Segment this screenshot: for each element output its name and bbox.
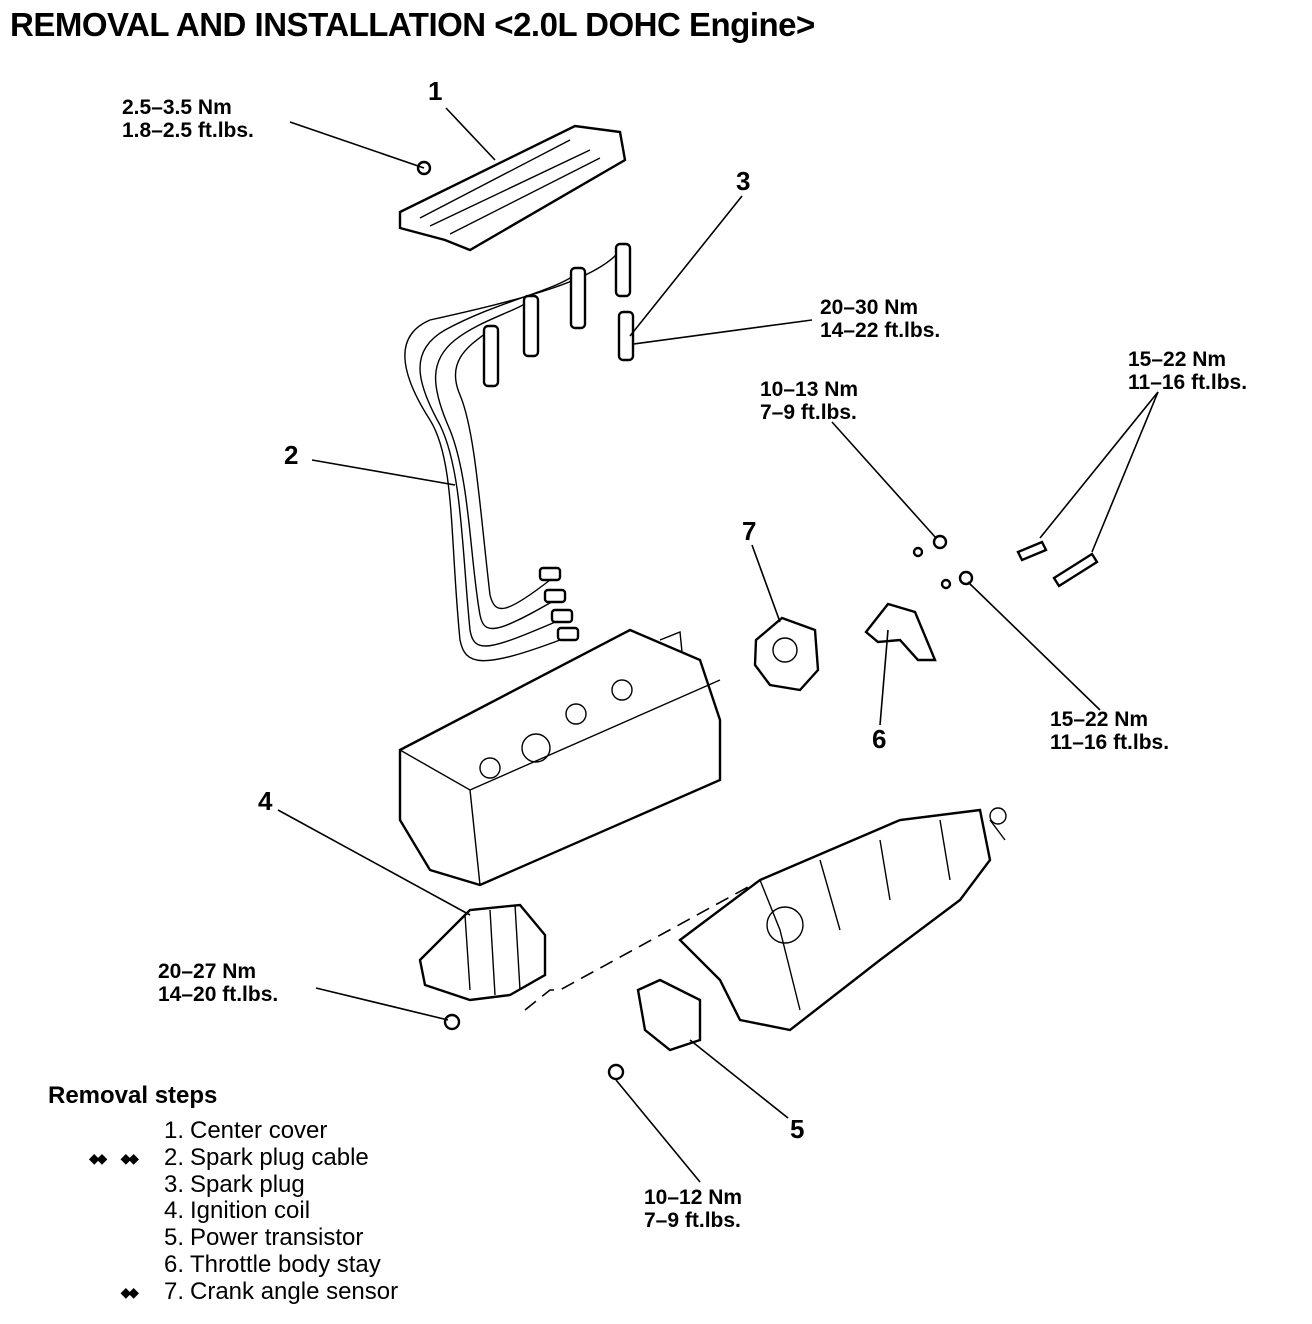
ignition-coil-part: [418, 903, 547, 1002]
reinstall-mark-icon: ◆◆: [88, 1149, 107, 1166]
removal-step: 4. Ignition coil: [40, 1198, 398, 1225]
spark-plug-cable-part: [404, 242, 632, 662]
step-number: 1.: [163, 1117, 184, 1144]
step-marks: ◆◆ ◆◆: [40, 1145, 156, 1172]
removal-step: 3. Spark plug: [40, 1170, 398, 1199]
step-number: 7.: [163, 1277, 184, 1305]
torque-spark-plug: 20–30 Nm 14–22 ft.lbs.: [820, 296, 941, 342]
removal-steps-list: 1. Center cover ◆◆ ◆◆ 2. Spark plug cabl…: [40, 1117, 399, 1306]
step-number: 5.: [163, 1224, 184, 1252]
power-transistor-part: [636, 978, 702, 1052]
spark-plug-part: [617, 310, 635, 362]
removal-step: 1. Center cover: [40, 1117, 398, 1145]
torque-stay-bolts: 15–22 Nm 11–16 ft.lbs.: [1128, 348, 1248, 394]
step-label: Crank angle sensor: [190, 1277, 399, 1305]
step-label: Throttle body stay: [190, 1250, 381, 1278]
leader-lines: [277, 107, 1159, 1183]
step-label: Center cover: [190, 1117, 328, 1144]
step-number: 4.: [163, 1197, 184, 1225]
torque-stay-nut-upper: 10–13 Nm 7–9 ft.lbs.: [760, 378, 859, 424]
ignition-coil-bolt: [443, 1013, 461, 1031]
callout-3: 3: [736, 166, 751, 196]
torque-stay-nut-lower: 15–22 Nm 11–16 ft.lbs.: [1050, 708, 1170, 754]
torque-ignition-coil: 20–27 Nm 14–20 ft.lbs.: [158, 960, 279, 1006]
removal-steps-heading: Removal steps: [48, 1082, 218, 1109]
step-marks: ◆◆: [40, 1279, 156, 1306]
callout-1: 1: [428, 76, 443, 106]
reinstall-mark-icon: ◆◆: [120, 1283, 138, 1300]
torque-center-cover: 2.5–3.5 Nm 1.8–2.5 ft.lbs.: [122, 96, 254, 142]
torque-power-transistor: 10–12 Nm 7–9 ft.lbs.: [644, 1186, 743, 1232]
removal-step: 6. Throttle body stay: [40, 1250, 398, 1279]
step-number: 3.: [163, 1170, 184, 1198]
step-label: Spark plug: [190, 1170, 305, 1198]
callout-5: 5: [790, 1114, 805, 1144]
power-transistor-bolt: [607, 1063, 625, 1081]
center-cover-part: [398, 124, 627, 252]
step-number: 6.: [163, 1250, 184, 1278]
step-label: Power transistor: [190, 1224, 364, 1252]
stay-nuts: [912, 534, 974, 590]
callout-4: 4: [258, 786, 273, 816]
removal-step: ◆◆ 7. Crank angle sensor: [40, 1277, 399, 1306]
step-label: Ignition coil: [190, 1197, 311, 1225]
throttle-body-stay-part: [864, 602, 937, 662]
page-title: REMOVAL AND INSTALLATION <2.0L DOHC Engi…: [10, 6, 815, 43]
removal-step: 5. Power transistor: [40, 1224, 398, 1252]
removal-step: ◆◆ ◆◆ 2. Spark plug cable: [40, 1143, 398, 1172]
stay-bolts: [1016, 540, 1099, 588]
step-label: Spark plug cable: [190, 1143, 369, 1171]
crank-angle-sensor-part: [753, 616, 820, 692]
intake-manifold-part: [678, 807, 1007, 1032]
callout-6: 6: [872, 724, 887, 754]
callout-7: 7: [742, 516, 757, 546]
callout-2: 2: [284, 440, 299, 470]
step-number: 2.: [163, 1143, 184, 1171]
reinstall-mark-icon: ◆◆: [120, 1149, 138, 1166]
cylinder-head-part: [398, 628, 722, 887]
